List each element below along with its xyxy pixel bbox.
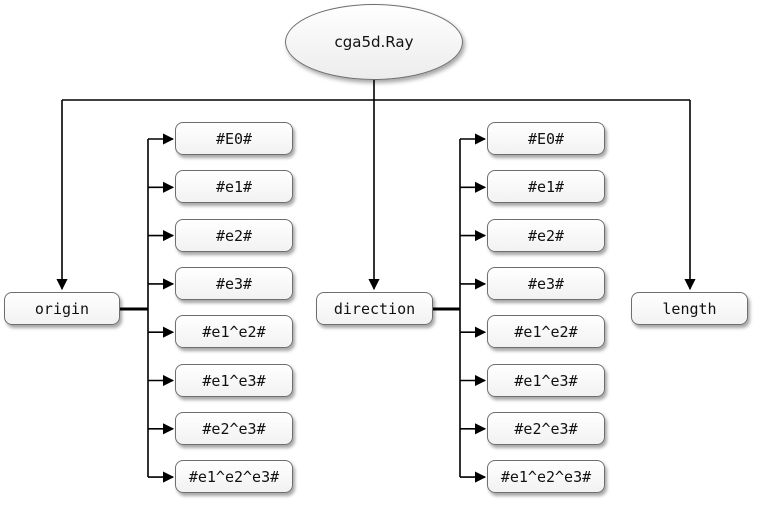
component-node-origin: #e2^e3#	[175, 412, 293, 445]
component-node-origin: #e1^e2#	[175, 315, 293, 348]
component-node-origin: #e2#	[175, 219, 293, 252]
component-node-direction: #e2#	[487, 219, 605, 252]
property-node-origin: origin	[4, 292, 120, 325]
component-node-origin: #e3#	[175, 267, 293, 300]
component-node-direction: #e3#	[487, 267, 605, 300]
component-node-direction: #e2^e3#	[487, 412, 605, 445]
component-node-direction: #e1#	[487, 170, 605, 203]
component-node-origin: #e1^e3#	[175, 364, 293, 397]
component-node-direction: #e1^e3#	[487, 364, 605, 397]
component-node-direction: #e1^e2#	[487, 315, 605, 348]
root-node: cga5d.Ray	[285, 4, 463, 80]
property-node-length: length	[631, 292, 748, 325]
property-node-direction: direction	[316, 292, 433, 325]
component-node-direction: #E0#	[487, 122, 605, 155]
component-node-origin: #e1#	[175, 170, 293, 203]
component-node-origin: #E0#	[175, 122, 293, 155]
component-node-origin: #e1^e2^e3#	[175, 460, 293, 493]
component-node-direction: #e1^e2^e3#	[487, 460, 605, 493]
